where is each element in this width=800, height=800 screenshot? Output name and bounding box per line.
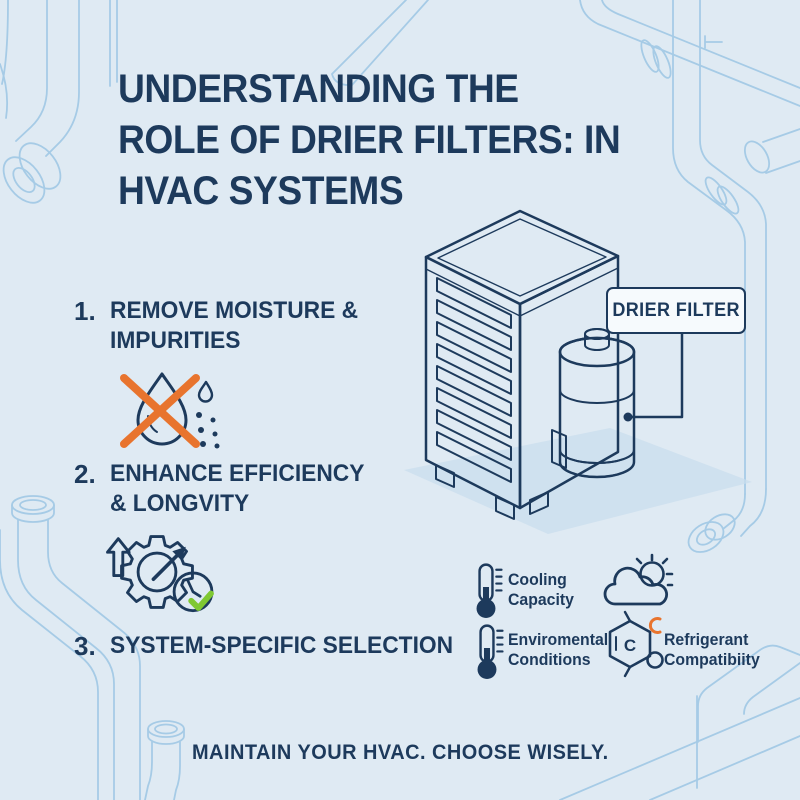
list-item-number: 2. <box>74 459 96 489</box>
title-line: ROLE OF DRIER FILTERS: IN <box>118 118 621 162</box>
orange-bond <box>648 617 662 634</box>
feature-environmental-conditions: Enviromental Conditions <box>508 630 608 669</box>
page-title: UNDERSTANDING THE ROLE OF DRIER FILTERS:… <box>118 64 621 217</box>
list-item-number: 3. <box>74 631 96 661</box>
tagline: MAINTAIN YOUR HVAC. CHOOSE WISELY. <box>0 741 800 765</box>
title-line: HVAC SYSTEMS <box>118 169 404 213</box>
list-item-text: IMPURITIES <box>110 327 241 354</box>
clock <box>172 571 214 613</box>
feature-text: Refrigerant <box>664 630 749 649</box>
list-item-enhance-efficiency: 2. ENHANCE EFFICIENCY & LONGVITY <box>74 459 384 519</box>
hvac-unit-illustration <box>404 209 752 534</box>
unit-shadow <box>404 428 752 534</box>
feature-text: Capacity <box>508 589 574 609</box>
feature-text: Conditions <box>508 649 591 669</box>
list-item-text: ENHANCE EFFICIENCY <box>110 460 365 487</box>
list-item-number: 1. <box>74 296 96 326</box>
feature-refrigerant-compatibility: Refrigerant Compatibiity <box>664 630 760 669</box>
list-item-system-selection: 3. SYSTEM-SPECIFIC SELECTION <box>74 631 479 662</box>
gear-clock-check-icon <box>106 535 214 613</box>
drier-filter-cylinder <box>558 328 636 479</box>
drier-filter-label: DRIER FILTER <box>606 287 746 334</box>
feature-text: Compatibiity <box>664 649 760 669</box>
title-line: UNDERSTANDING THE <box>118 67 519 111</box>
impurity-dots <box>196 412 220 449</box>
cloud-sun-icon <box>603 553 674 606</box>
thermometer-icon <box>477 624 504 679</box>
list-item-text: SYSTEM-SPECIFIC SELECTION <box>110 632 454 659</box>
list-item-text: REMOVE MOISTURE & <box>110 297 359 324</box>
check-mark <box>188 590 214 611</box>
cross-out-x <box>120 374 200 448</box>
callout-connector <box>623 329 684 422</box>
molecule-icon: C <box>608 610 664 678</box>
droplet-crossed-icon <box>120 372 220 449</box>
feature-text: Enviromental <box>508 630 609 649</box>
sun <box>635 553 674 587</box>
hvac-unit <box>424 209 620 520</box>
feature-text: Cooling <box>508 570 567 589</box>
list-item-text: & LONGVITY <box>110 490 250 517</box>
unit-louvers <box>436 277 512 483</box>
drier-filter-label-text: DRIER FILTER <box>612 299 740 321</box>
tagline-text: MAINTAIN YOUR HVAC. CHOOSE WISELY. <box>191 741 609 764</box>
list-item-remove-moisture: 1. REMOVE MOISTURE & IMPURITIES <box>74 296 377 356</box>
feature-cooling-capacity: Cooling Capacity <box>508 570 574 609</box>
thermometer-icon <box>476 563 503 618</box>
molecule-letter: C <box>624 636 636 655</box>
